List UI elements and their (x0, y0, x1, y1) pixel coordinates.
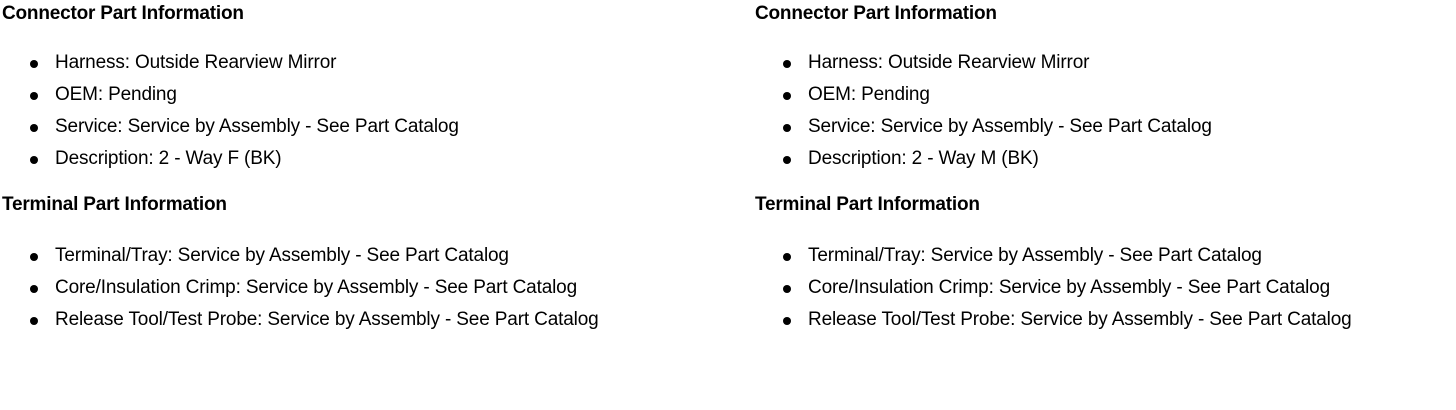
right-connector-harness: Harness: Outside Rearview Mirror (808, 52, 1090, 73)
list-item: Description: 2 - Way F (BK) (2, 143, 702, 175)
bullet-icon (783, 60, 791, 68)
list-item: Release Tool/Test Probe: Service by Asse… (755, 304, 1455, 336)
right-connector-oem: OEM: Pending (808, 84, 930, 105)
bullet-icon (30, 124, 38, 132)
list-item: Core/Insulation Crimp: Service by Assemb… (2, 272, 702, 304)
left-connector-service: Service: Service by Assembly - See Part … (55, 116, 459, 137)
left-column: Connector Part Information Harness: Outs… (2, 3, 702, 336)
right-terminal-crimp: Core/Insulation Crimp: Service by Assemb… (808, 277, 1331, 298)
left-connector-description: Description: 2 - Way F (BK) (55, 148, 282, 169)
bullet-icon (30, 253, 38, 261)
right-connector-description: Description: 2 - Way M (BK) (808, 148, 1039, 169)
bullet-icon (783, 285, 791, 293)
right-connector-heading: Connector Part Information (755, 3, 997, 24)
list-item: Service: Service by Assembly - See Part … (755, 111, 1455, 143)
list-item: OEM: Pending (2, 79, 702, 111)
right-terminal-heading: Terminal Part Information (755, 194, 980, 215)
list-item: Service: Service by Assembly - See Part … (2, 111, 702, 143)
list-item: Harness: Outside Rearview Mirror (2, 47, 702, 79)
right-terminal-release-tool: Release Tool/Test Probe: Service by Asse… (808, 309, 1352, 330)
list-item: Harness: Outside Rearview Mirror (755, 47, 1455, 79)
list-item: OEM: Pending (755, 79, 1455, 111)
bullet-icon (30, 92, 38, 100)
list-item: Core/Insulation Crimp: Service by Assemb… (755, 272, 1455, 304)
bullet-icon (783, 317, 791, 325)
list-item: Description: 2 - Way M (BK) (755, 143, 1455, 175)
bullet-icon (30, 285, 38, 293)
left-connector-harness: Harness: Outside Rearview Mirror (55, 52, 337, 73)
right-terminal-tray: Terminal/Tray: Service by Assembly - See… (808, 245, 1262, 266)
left-terminal-tray: Terminal/Tray: Service by Assembly - See… (55, 245, 509, 266)
left-connector-oem: OEM: Pending (55, 84, 177, 105)
bullet-icon (783, 253, 791, 261)
list-item: Terminal/Tray: Service by Assembly - See… (755, 240, 1455, 272)
left-terminal-list: Terminal/Tray: Service by Assembly - See… (2, 240, 702, 336)
bullet-icon (30, 317, 38, 325)
bullet-icon (30, 156, 38, 164)
list-item: Terminal/Tray: Service by Assembly - See… (2, 240, 702, 272)
bullet-icon (783, 124, 791, 132)
bullet-icon (783, 92, 791, 100)
left-connector-list: Harness: Outside Rearview Mirror OEM: Pe… (2, 47, 702, 175)
right-terminal-list: Terminal/Tray: Service by Assembly - See… (755, 240, 1455, 336)
right-connector-service: Service: Service by Assembly - See Part … (808, 116, 1212, 137)
bullet-icon (783, 156, 791, 164)
left-terminal-crimp: Core/Insulation Crimp: Service by Assemb… (55, 277, 578, 298)
left-connector-heading: Connector Part Information (2, 3, 244, 24)
right-connector-list: Harness: Outside Rearview Mirror OEM: Pe… (755, 47, 1455, 175)
list-item: Release Tool/Test Probe: Service by Asse… (2, 304, 702, 336)
right-column: Connector Part Information Harness: Outs… (728, 0, 1456, 410)
left-terminal-release-tool: Release Tool/Test Probe: Service by Asse… (55, 309, 599, 330)
bullet-icon (30, 60, 38, 68)
left-terminal-heading: Terminal Part Information (2, 194, 227, 215)
